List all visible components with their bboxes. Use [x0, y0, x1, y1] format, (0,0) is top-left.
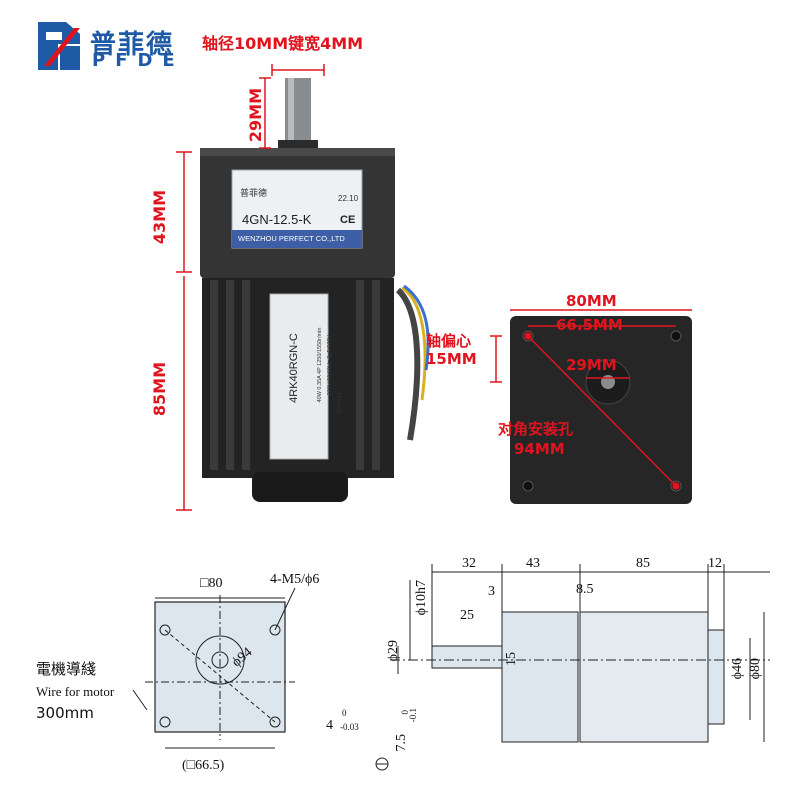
front-width-holes: 66.5MM [556, 316, 623, 334]
key-width-tol-upper: 0 [342, 708, 347, 718]
brand-name-cn: 普菲德 [90, 30, 175, 60]
gearbox-label-cert: CE [340, 214, 356, 226]
dim-body-dia: ϕ46 [730, 658, 745, 680]
shaft-offset-label: 轴偏心 [426, 332, 472, 350]
brand-name-en: PFDE [92, 50, 185, 71]
drawing-front-square-label: □80 [200, 576, 223, 591]
wire-label-cn: 電機導綫 [36, 660, 97, 678]
drawing-front [132, 587, 296, 749]
pfde-logo-icon [36, 20, 84, 72]
dim-32: 32 [462, 556, 476, 571]
motor-label-spec2: 220V 50/60Hz 3μF/500V [327, 334, 333, 396]
front-flange-dia: 29MM [566, 356, 617, 374]
dim-shaft-dia: ϕ10h7 [414, 580, 429, 616]
dim-15: 15 [504, 652, 519, 666]
wire-label-en: Wire for motor [36, 684, 115, 699]
dim-12: 12 [708, 556, 722, 571]
drawing-side-gearbox [501, 611, 579, 743]
dim-outer-dia: ϕ80 [748, 658, 763, 680]
motor-photo [176, 64, 430, 511]
shaft-note: 轴径10MM键宽4MM [202, 34, 364, 53]
key-height: 7.5 [394, 734, 409, 752]
key-width-tol-lower: -0.03 [340, 722, 359, 732]
front-view-photo [490, 309, 692, 504]
key-width: 4 [326, 718, 333, 733]
drawing-front-holes-label: 4-M5/ϕ6 [270, 572, 320, 587]
wire-length: 300mm [36, 704, 94, 722]
motor-label-group: 4RK40RGN-C 40W 0.35A 4P 1250/1550r/min 2… [270, 300, 343, 460]
motor-label-code: A01P111 [337, 392, 343, 414]
dim-flange-dia: ϕ29 [386, 640, 401, 662]
gearbox-height-label: 43MM [150, 190, 169, 245]
gearbox-label-model: 4GN-12.5-K [242, 212, 312, 227]
motor-height-label: 85MM [150, 362, 169, 417]
dim-3: 3 [488, 584, 495, 599]
brand-logo [36, 20, 84, 72]
gearbox-label-company: WENZHOU PERFECT CO.,LTD [238, 234, 345, 243]
shaft-offset-value: 15MM [426, 350, 477, 368]
drawing-side-motor [579, 611, 709, 743]
gearbox-label-brand: 普菲德 [240, 189, 268, 199]
key-height-tol-lower: -0.1 [408, 708, 418, 723]
motor-label-spec1: 40W 0.35A 4P 1250/1550r/min [317, 327, 323, 403]
dim-25: 25 [460, 608, 474, 623]
drawing-front-span-label: (□66.5) [182, 758, 225, 773]
front-shaft-end [601, 375, 615, 389]
dim-8-5: 8.5 [576, 582, 594, 597]
diag-hole-label: 对角安装孔 [498, 420, 574, 438]
drawing-side [375, 564, 770, 771]
motor-nameplate [269, 293, 329, 460]
shaft-length-label: 29MM [246, 88, 265, 143]
motor-label-model: 4RK40RGN-C [288, 333, 300, 403]
dim-43: 43 [526, 556, 540, 571]
gearbox-label-date: 22.10 [338, 194, 359, 203]
dim-85: 85 [636, 556, 650, 571]
diag-hole-value: 94MM [514, 440, 565, 458]
front-width-outer: 80MM [566, 292, 617, 310]
